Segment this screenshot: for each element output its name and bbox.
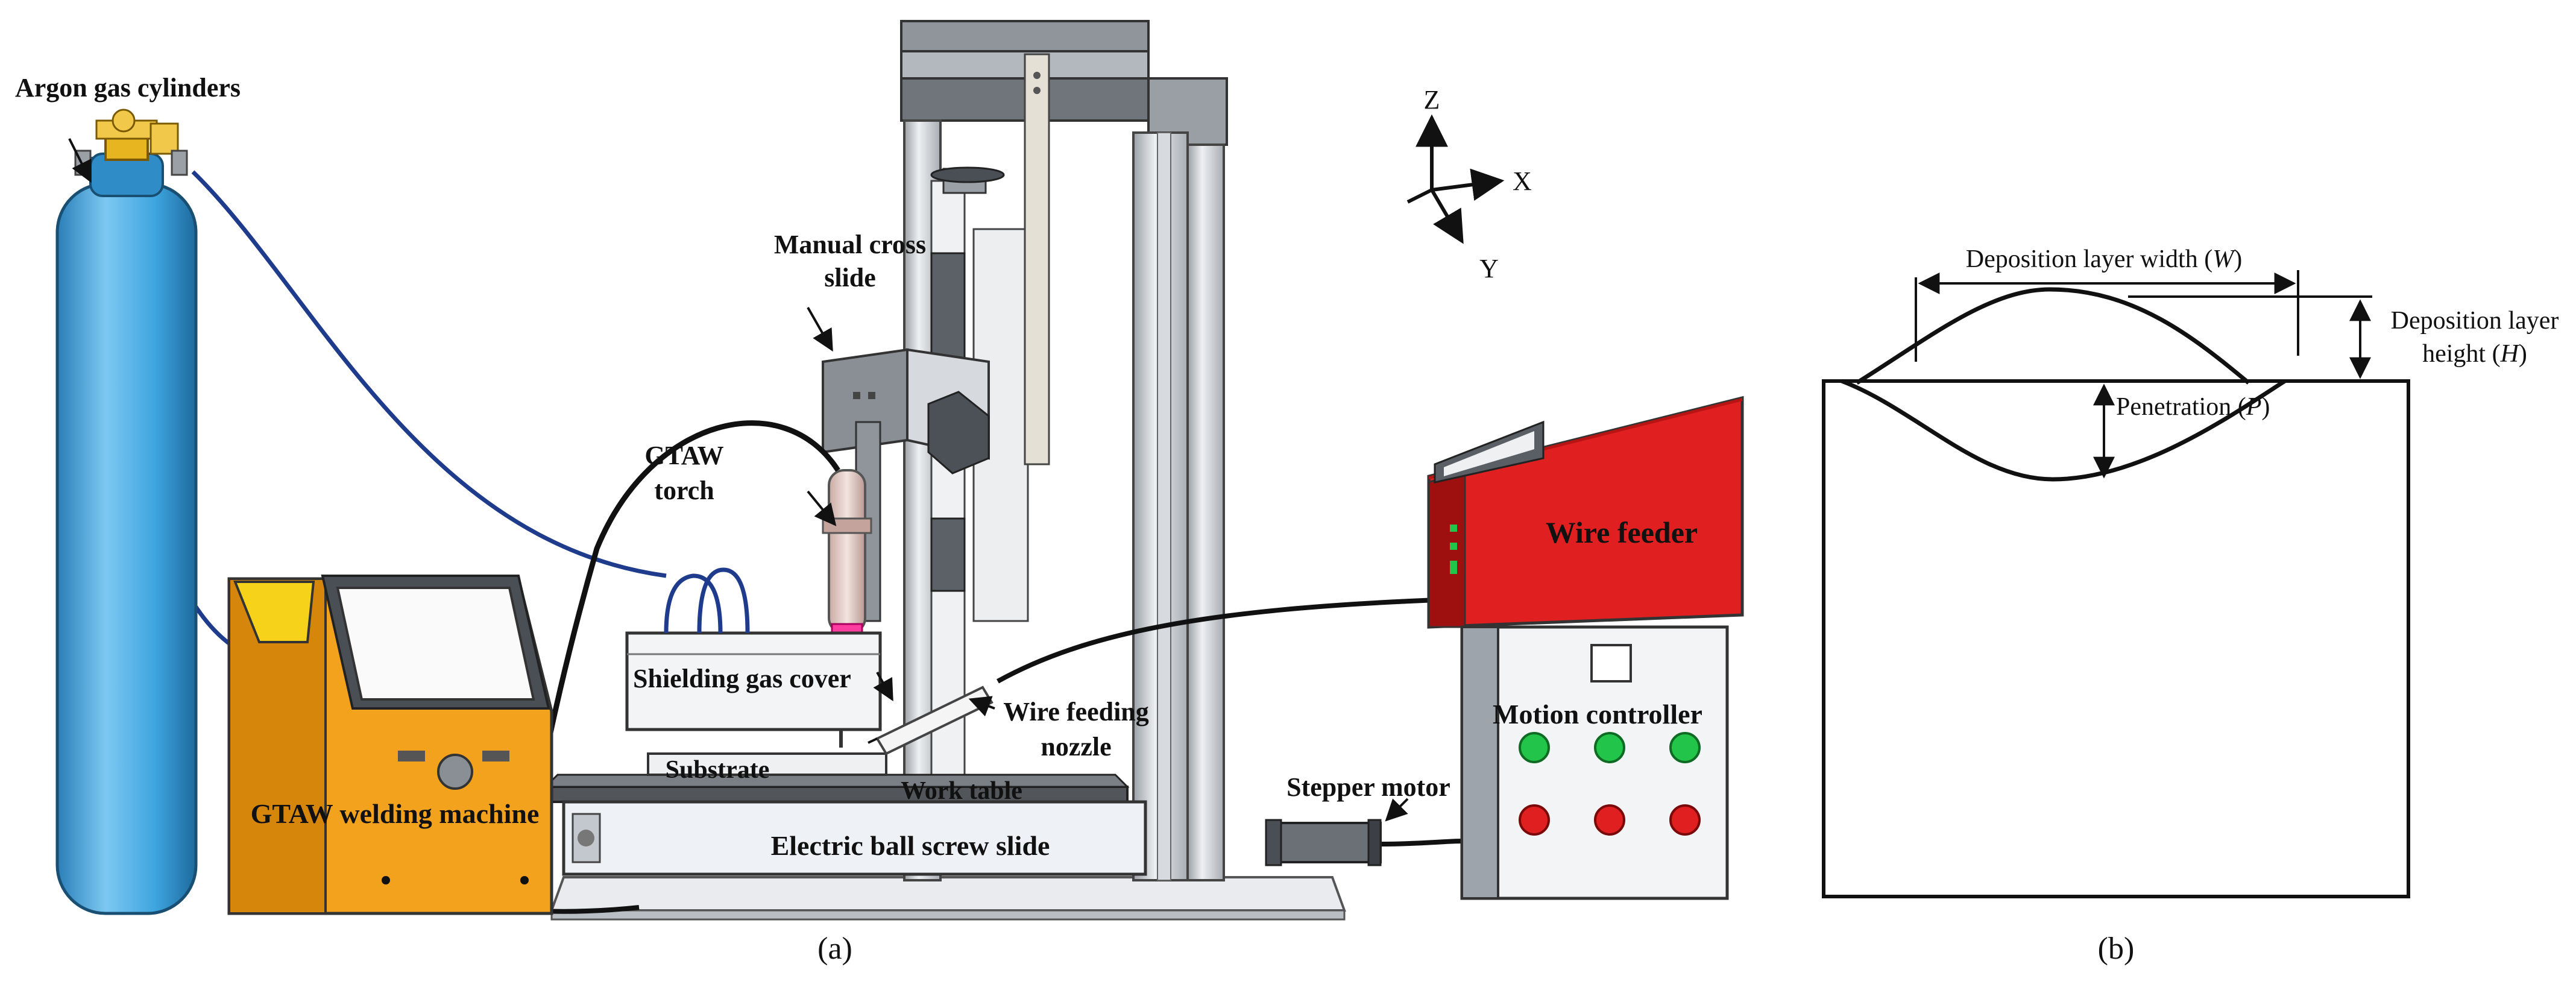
label-deposition-height-line2: height (H) — [2422, 340, 2527, 368]
label-electric-ball-screw-slide: Electric ball screw slide — [771, 830, 1050, 861]
label-deposition-width-text: Deposition layer width ( — [1966, 245, 2212, 273]
work-table — [543, 752, 1130, 803]
label-shielding-gas-cover: Shielding gas cover — [633, 664, 851, 693]
caption-a: (a) — [817, 932, 852, 966]
argon-gas-cylinder — [55, 109, 198, 915]
shielding-gas-cover — [625, 567, 882, 748]
coordinate-axes — [1406, 114, 1505, 244]
label-gtaw-torch-line1: GTAW — [644, 441, 723, 470]
label-stepper-motor: Stepper motor — [1286, 772, 1450, 802]
label-deposition-width-close: ) — [2234, 245, 2242, 273]
label-gtaw-welding-machine: GTAW welding machine — [251, 798, 540, 829]
label-penetration-close: ) — [2261, 393, 2270, 421]
penetration-curve — [1841, 379, 2286, 482]
stepper-motor — [1265, 819, 1382, 866]
gtaw-torch — [822, 469, 872, 637]
label-motion-controller: Motion controller — [1493, 699, 1702, 730]
label-wire-feeding-nozzle-line2: nozzle — [1041, 732, 1111, 761]
substrate-block — [1822, 379, 2410, 898]
label-deposition-height-text: height ( — [2422, 340, 2500, 368]
leader-lines — [68, 138, 1409, 822]
label-deposition-height-close: ) — [2519, 340, 2527, 368]
label-penetration-text: Penetration ( — [2116, 393, 2246, 421]
symbol-w: W — [2212, 245, 2236, 273]
panel-a: Argon gas cylinders Manual cross slide G… — [15, 20, 1744, 966]
ball-screw-slide — [562, 800, 1147, 876]
axis-z-label: Z — [1424, 85, 1440, 115]
panel-b: Deposition layer width (W) Deposition la… — [1822, 245, 2559, 966]
symbol-h: H — [2500, 340, 2521, 368]
symbol-p: P — [2246, 393, 2262, 421]
label-deposition-width: Deposition layer width (W) — [1966, 245, 2242, 273]
caption-b: (b) — [2098, 932, 2135, 966]
height-dimension — [2128, 295, 2372, 379]
axis-y-label: Y — [1479, 254, 1499, 283]
label-argon-gas-cylinders: Argon gas cylinders — [15, 73, 241, 102]
manual-cross-slide — [822, 348, 990, 622]
width-dimension — [1915, 270, 2299, 362]
controller-cabinet — [1427, 396, 1744, 900]
label-gtaw-torch-line2: torch — [654, 476, 714, 505]
label-deposition-height-line1: Deposition layer — [2391, 307, 2559, 335]
label-penetration: Penetration (P) — [2116, 393, 2270, 421]
label-work-table: Work table — [901, 777, 1022, 805]
label-manual-cross-slide-line2: slide — [824, 263, 876, 292]
label-substrate: Substrate — [666, 756, 770, 784]
label-manual-cross-slide-line1: Manual cross — [774, 230, 926, 259]
label-wire-feeder: Wire feeder — [1546, 515, 1698, 549]
gtaw-welding-machine — [227, 575, 553, 915]
label-wire-feeding-nozzle-line1: Wire feeding — [1003, 697, 1149, 727]
axis-x-label: X — [1513, 166, 1532, 196]
base-plate — [550, 876, 1346, 921]
